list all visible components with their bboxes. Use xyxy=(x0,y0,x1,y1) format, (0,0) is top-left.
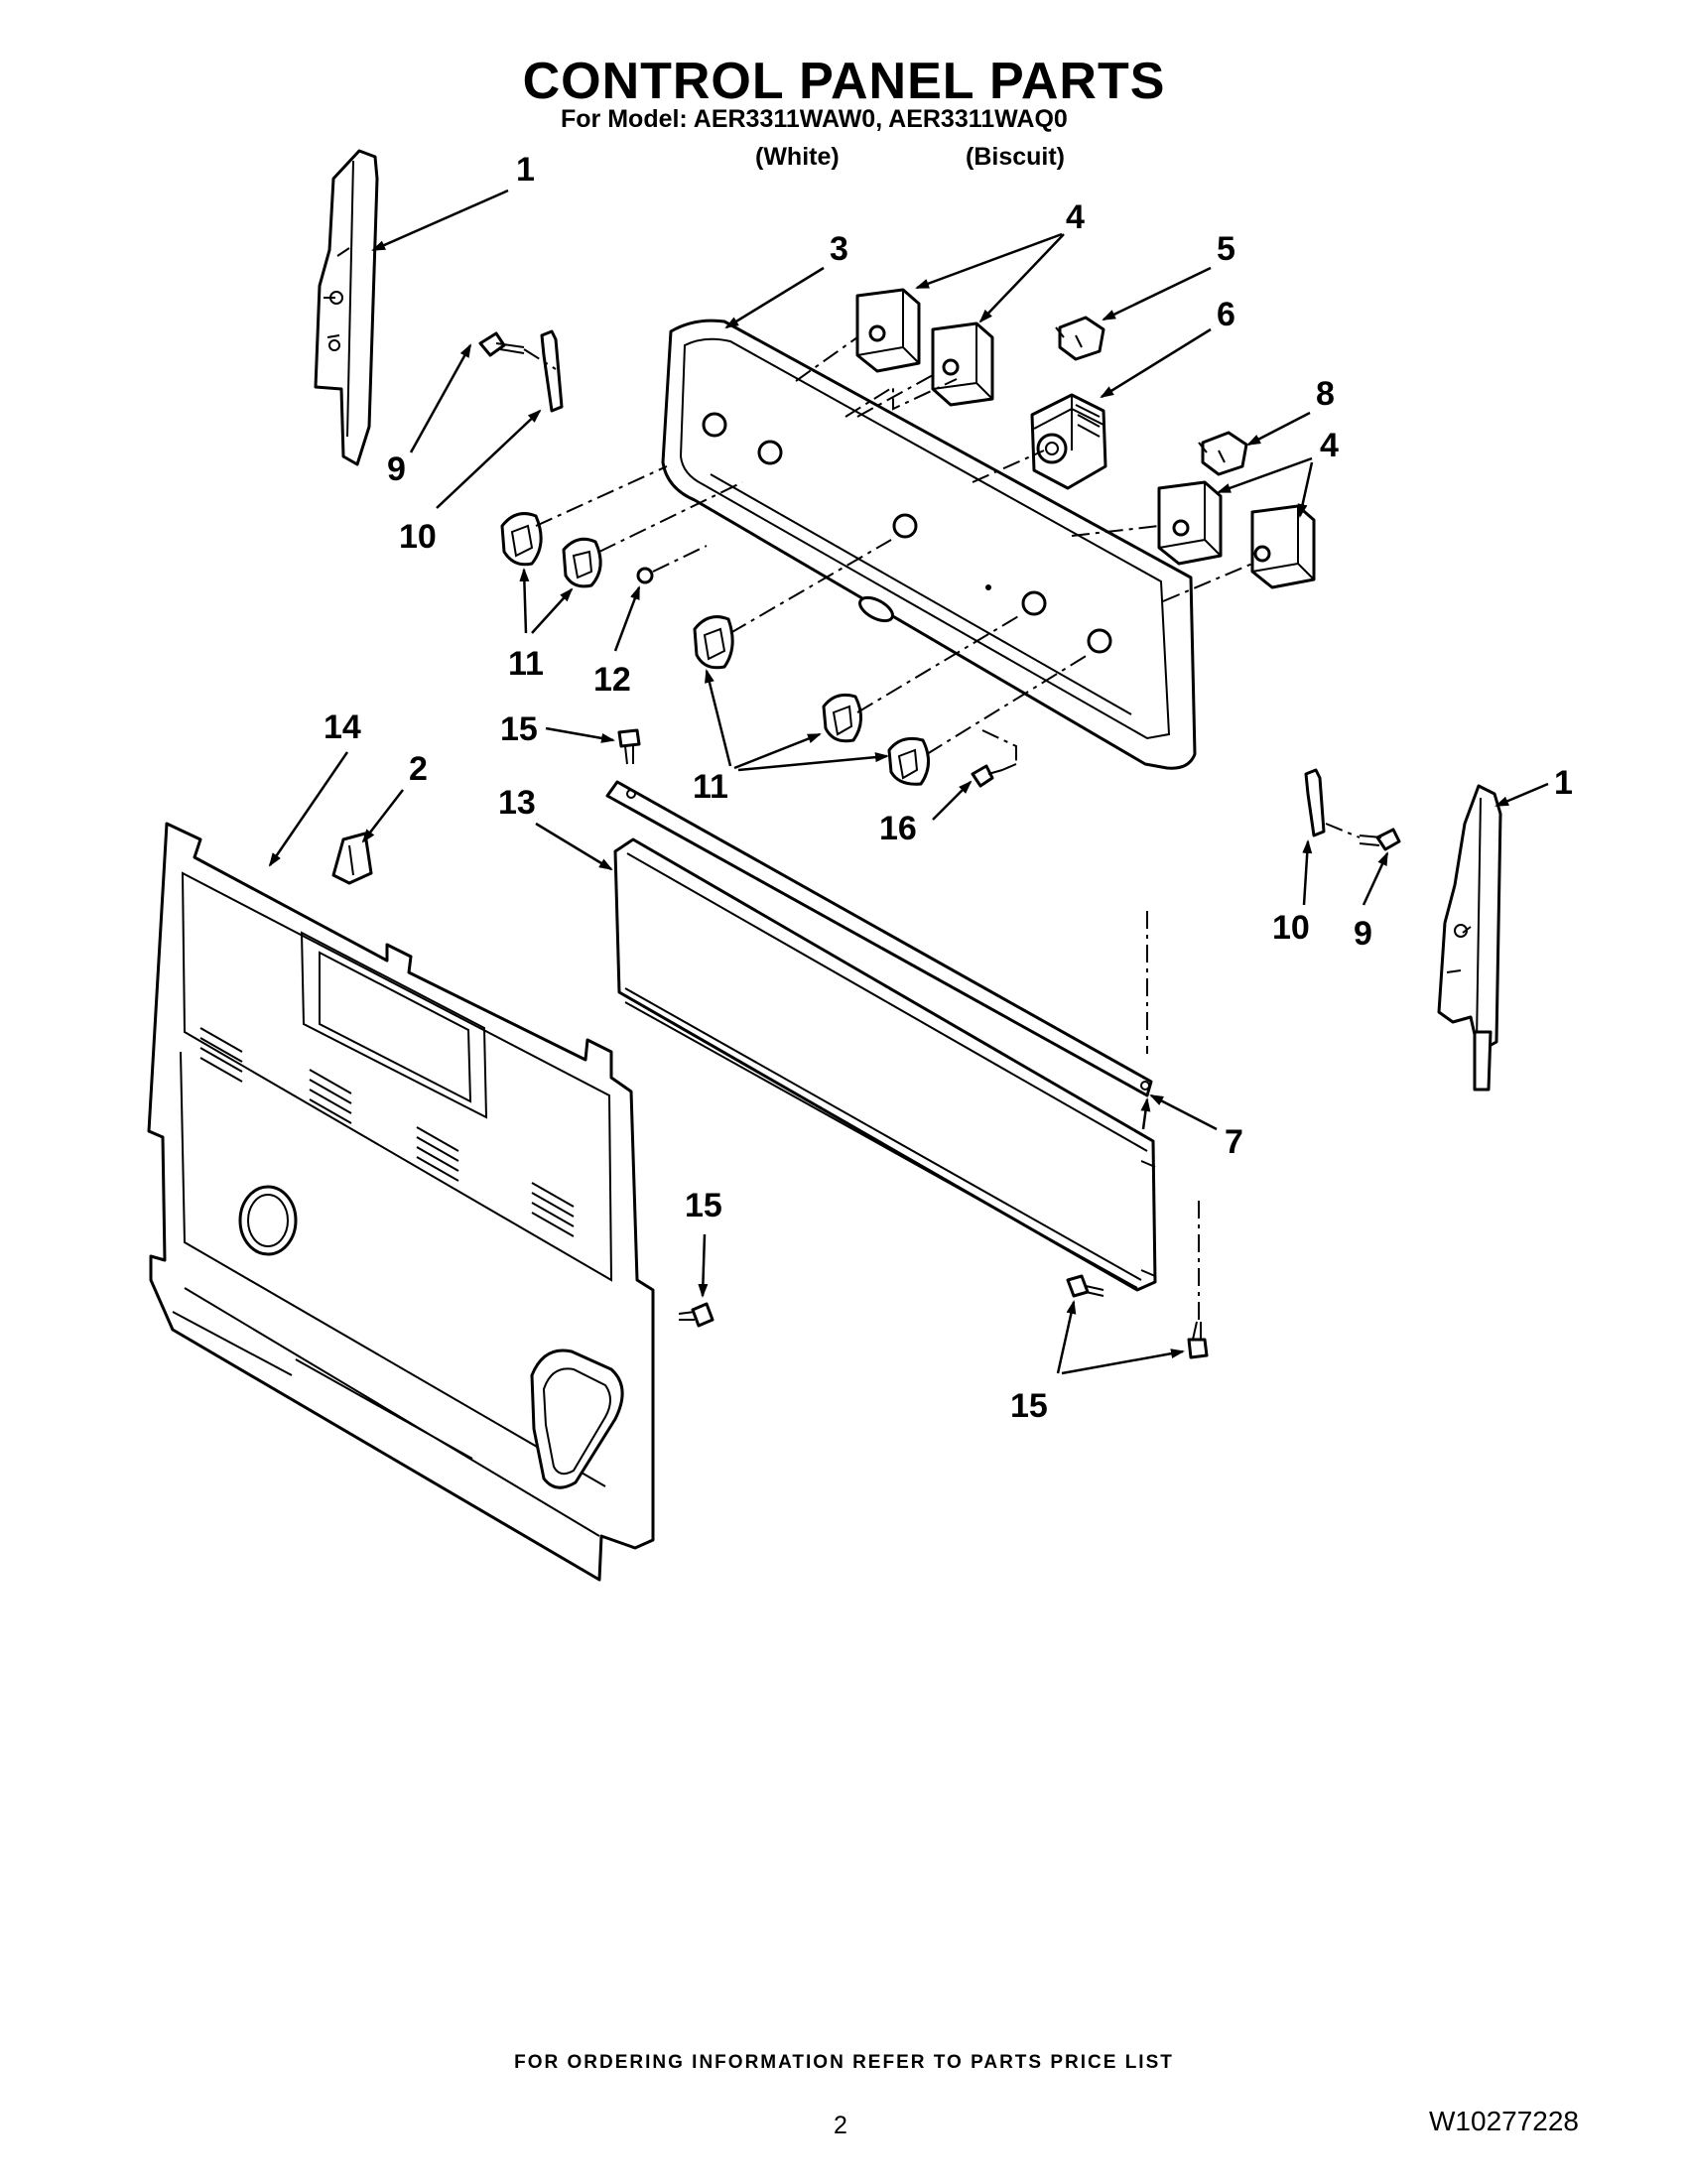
callout-14: 14 xyxy=(324,708,361,746)
model-line: For Model: AER3311WAW0, AER3311WAQ0 xyxy=(561,105,1068,133)
callout-11-center: 11 xyxy=(693,768,728,806)
infinite-switch-2 xyxy=(931,321,994,407)
infinite-switch-4 xyxy=(1250,504,1316,589)
knob-11-2 xyxy=(562,537,602,588)
infinite-switch-3 xyxy=(1157,480,1223,566)
callout-6: 6 xyxy=(1217,296,1235,333)
page-title: CONTROL PANEL PARTS xyxy=(522,53,1166,110)
knob-11-1 xyxy=(500,512,543,567)
callout-9-right: 9 xyxy=(1354,915,1372,953)
side-bracket-left xyxy=(314,149,379,466)
callout-2: 2 xyxy=(409,750,428,788)
callout-15-side: 15 xyxy=(685,1187,722,1224)
screw-15-bottom-right xyxy=(1187,1321,1209,1359)
screw-15-side xyxy=(678,1302,714,1328)
callout-leaders xyxy=(268,189,1549,1375)
callout-15-bottom: 15 xyxy=(1010,1387,1048,1425)
callout-10-right: 10 xyxy=(1272,909,1310,947)
clip-10-left xyxy=(540,329,564,413)
screw-9-right xyxy=(1359,828,1401,851)
knob-11-5 xyxy=(887,736,930,786)
callout-5: 5 xyxy=(1217,230,1235,268)
color-label-biscuit: (Biscuit) xyxy=(966,143,1065,171)
knob-11-4 xyxy=(822,693,862,743)
page-number: 2 xyxy=(834,2112,847,2139)
callout-15-top: 15 xyxy=(500,710,538,748)
callout-8: 8 xyxy=(1316,375,1335,413)
callout-11-left: 11 xyxy=(508,645,544,683)
callout-13: 13 xyxy=(498,784,536,822)
callout-12: 12 xyxy=(593,661,631,699)
clip-10-right xyxy=(1304,768,1326,837)
rocker-switch-5 xyxy=(1055,316,1105,361)
ordering-note: FOR ORDERING INFORMATION REFER TO PARTS … xyxy=(514,2052,1174,2073)
document-number: W10277228 xyxy=(1429,2106,1580,2136)
control-panel-console xyxy=(661,319,1197,770)
side-bracket-right xyxy=(1437,784,1502,1092)
callout-16: 16 xyxy=(879,810,917,847)
screw-9-left xyxy=(478,331,525,357)
clip-2 xyxy=(331,832,373,885)
screw-12 xyxy=(636,567,654,584)
backguard-bracket-13 xyxy=(613,837,1157,1292)
callout-9-left: 9 xyxy=(387,450,406,488)
rear-panel-14 xyxy=(147,822,655,1582)
color-label-white: (White) xyxy=(755,143,840,171)
callout-4-right: 4 xyxy=(1320,427,1339,464)
rocker-switch-8 xyxy=(1198,431,1248,476)
screw-15-bottom-left xyxy=(1066,1274,1104,1298)
callout-3: 3 xyxy=(830,230,848,268)
callout-1-left: 1 xyxy=(516,151,535,189)
callout-4-top: 4 xyxy=(1066,198,1085,236)
callout-7: 7 xyxy=(1225,1123,1243,1161)
trim-strip-7 xyxy=(605,780,1153,1097)
screw-15-top xyxy=(617,728,641,765)
screw-16 xyxy=(971,763,1017,788)
timer-6 xyxy=(1030,393,1107,490)
callout-10-left: 10 xyxy=(399,518,437,556)
knob-11-3 xyxy=(693,615,734,670)
infinite-switch-1 xyxy=(855,288,921,373)
callout-1-right: 1 xyxy=(1554,764,1573,802)
